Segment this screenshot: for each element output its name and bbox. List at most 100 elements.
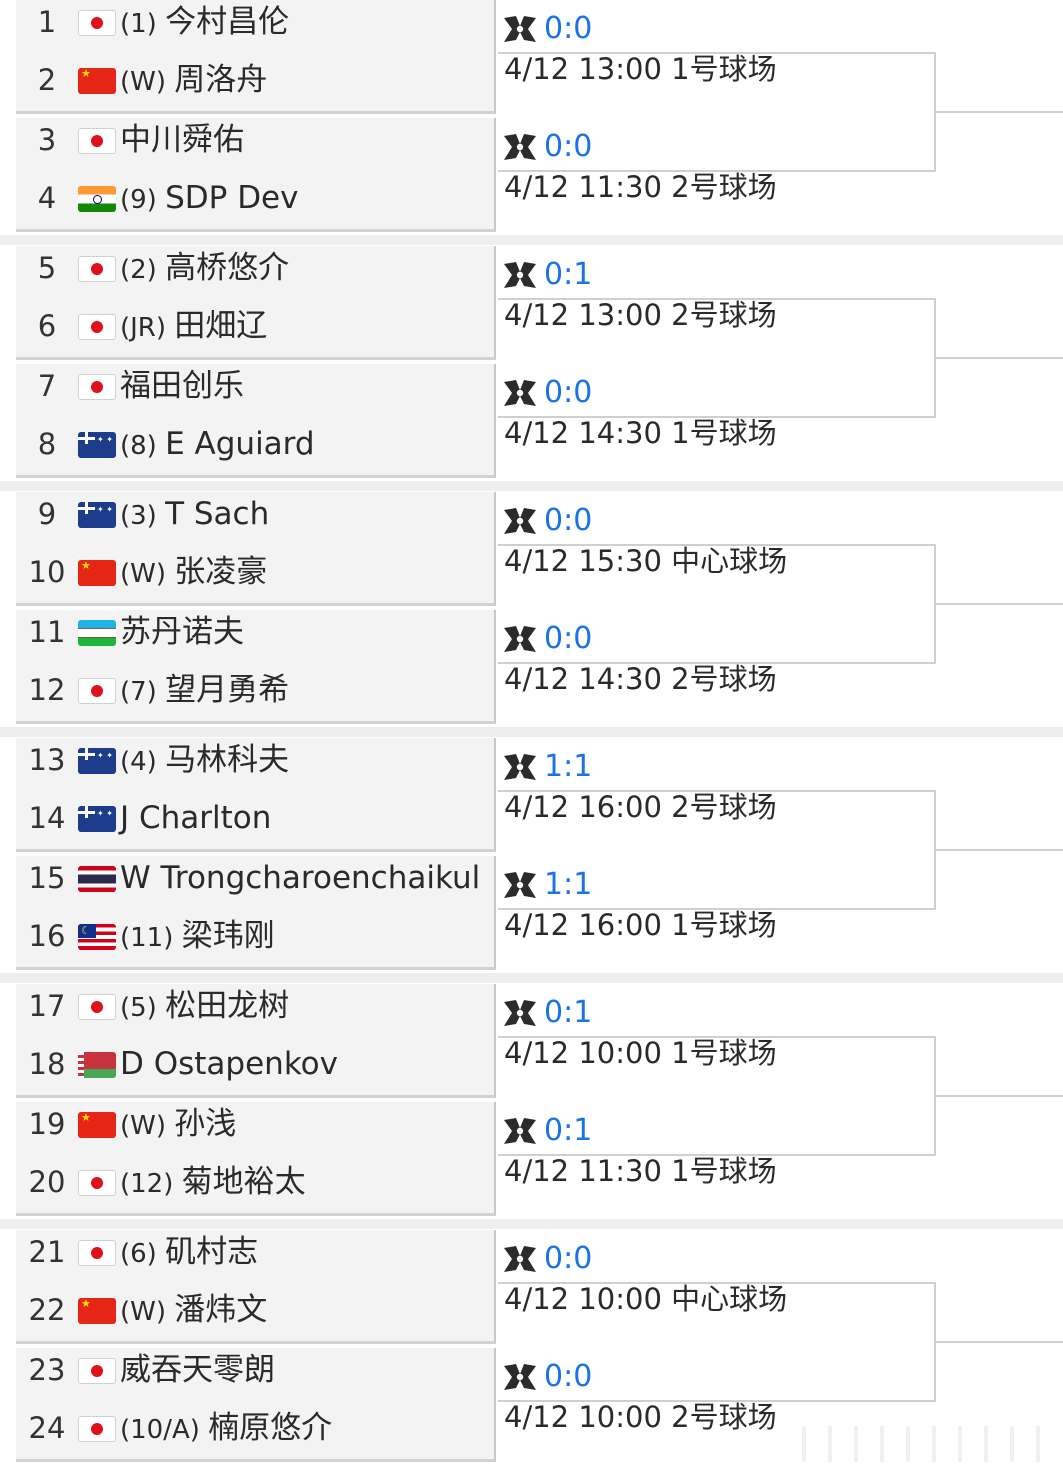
player-row[interactable]: 16(11) 梁玮刚	[16, 916, 496, 956]
player-name[interactable]: (2) 高桥悠介	[120, 248, 289, 290]
match-panel[interactable]: 11 苏丹诺夫 12(7) 望月勇希	[16, 610, 496, 724]
tennis-racket-icon	[502, 868, 538, 902]
player-name[interactable]: W Trongcharoenchaikul	[120, 858, 480, 898]
player-name[interactable]: (10/A) 楠原悠介	[120, 1408, 332, 1450]
player-row[interactable]: 4 (9) SDP Dev	[16, 178, 496, 218]
player-row[interactable]: 14J Charlton	[16, 798, 496, 838]
player-name[interactable]: (9) SDP Dev	[120, 178, 298, 220]
player-name[interactable]: (3) T Sach	[120, 494, 269, 536]
player-name[interactable]: (JR) 田畑辽	[120, 306, 267, 348]
match-panel[interactable]: 15W Trongcharoenchaikul 16(11) 梁玮刚	[16, 856, 496, 970]
match-score[interactable]: 0:0	[544, 129, 593, 164]
player-name[interactable]: 威吞天零朗	[120, 1350, 275, 1390]
player-row[interactable]: 22(W) 潘炜文	[16, 1290, 496, 1330]
player-name[interactable]: 福田创乐	[120, 366, 244, 406]
draw-position-number: 4	[37, 181, 57, 215]
match-score[interactable]: 0:1	[544, 257, 593, 292]
player-row[interactable]: 13(4) 马林科夫	[16, 740, 496, 780]
player-row[interactable]: 9(3) T Sach	[16, 494, 496, 534]
player-row[interactable]: 20(12) 菊地裕太	[16, 1162, 496, 1202]
player-name[interactable]: 苏丹诺夫	[120, 612, 244, 652]
bracket-connector	[498, 790, 936, 910]
match-panel[interactable]: 21(6) 矶村志 22(W) 潘炜文	[16, 1230, 496, 1344]
player-name[interactable]: (6) 矶村志	[120, 1232, 258, 1274]
player-name[interactable]: (W) 周洛舟	[120, 60, 267, 102]
match-score[interactable]: 0:0	[544, 503, 593, 538]
match-score[interactable]: 0:0	[544, 621, 593, 656]
player-name-text: E Aguiard	[165, 426, 315, 462]
player-row[interactable]: 21(6) 矶村志	[16, 1232, 496, 1272]
player-name-text: D Ostapenkov	[120, 1046, 338, 1082]
player-row[interactable]: 19 (W) 孙浅	[16, 1104, 496, 1144]
player-row[interactable]: 1 (1) 今村昌伦	[16, 2, 496, 42]
match-score[interactable]: 1:1	[544, 749, 593, 784]
player-row[interactable]: 12(7) 望月勇希	[16, 670, 496, 710]
match-panel[interactable]: 13(4) 马林科夫 14J Charlton	[16, 738, 496, 852]
player-row[interactable]: 8(8) E Aguiard	[16, 424, 496, 464]
player-name[interactable]: 中川舜佑	[120, 120, 244, 160]
match-panel[interactable]: 19 (W) 孙浅 20(12) 菊地裕太	[16, 1102, 496, 1216]
draw-position-number: 19	[28, 1107, 66, 1141]
draw-position-number: 1	[37, 5, 57, 39]
draw-position-number: 11	[28, 615, 66, 649]
player-name[interactable]: (W) 张凌豪	[120, 552, 267, 594]
player-name[interactable]: (W) 孙浅	[120, 1104, 236, 1146]
player-name[interactable]: (8) E Aguiard	[120, 424, 315, 466]
draw-position-number: 6	[37, 309, 57, 343]
match-score[interactable]: 0:1	[544, 995, 593, 1030]
player-name[interactable]: (1) 今村昌伦	[120, 2, 289, 44]
flag-by-icon	[78, 1052, 116, 1078]
player-name[interactable]: (7) 望月勇希	[120, 670, 289, 712]
flag-in-icon	[78, 186, 116, 212]
match-score[interactable]: 0:1	[544, 1113, 593, 1148]
player-row[interactable]: 24(10/A) 楠原悠介	[16, 1408, 496, 1448]
match-score[interactable]: 0:0	[544, 375, 593, 410]
seed-tag: (5)	[120, 993, 166, 1023]
player-name[interactable]: (5) 松田龙树	[120, 986, 289, 1028]
match-panel[interactable]: 1 (1) 今村昌伦 2(W) 周洛舟	[16, 0, 496, 114]
match-result[interactable]: 0:0 4/12 11:30 2号球场	[502, 130, 922, 210]
player-name[interactable]: (12) 菊地裕太	[120, 1162, 306, 1204]
match-panel[interactable]: 9(3) T Sach 10(W) 张凌豪	[16, 492, 496, 606]
match-score[interactable]: 0:0	[544, 1241, 593, 1276]
player-row[interactable]: 17(5) 松田龙树	[16, 986, 496, 1026]
match-schedule: 4/12 11:30 2号球场	[504, 170, 777, 204]
player-row[interactable]: 11 苏丹诺夫	[16, 612, 496, 652]
player-row[interactable]: 10(W) 张凌豪	[16, 552, 496, 592]
match-panel[interactable]: 5(2) 高桥悠介 6 (JR) 田畑辽	[16, 246, 496, 360]
match-score[interactable]: 1:1	[544, 867, 593, 902]
player-row[interactable]: 5(2) 高桥悠介	[16, 248, 496, 288]
player-row[interactable]: 2(W) 周洛舟	[16, 60, 496, 100]
player-name[interactable]: (4) 马林科夫	[120, 740, 289, 782]
seed-tag: (JR)	[120, 313, 175, 343]
player-name[interactable]: (11) 梁玮刚	[120, 916, 275, 958]
match-score[interactable]: 0:0	[544, 1359, 593, 1394]
player-name[interactable]: (W) 潘炜文	[120, 1290, 267, 1332]
player-row[interactable]: 6 (JR) 田畑辽	[16, 306, 496, 346]
seed-tag: (W)	[120, 67, 175, 97]
match-score[interactable]: 0:0	[544, 11, 593, 46]
player-name[interactable]: D Ostapenkov	[120, 1044, 338, 1084]
player-name[interactable]: J Charlton	[120, 798, 271, 838]
